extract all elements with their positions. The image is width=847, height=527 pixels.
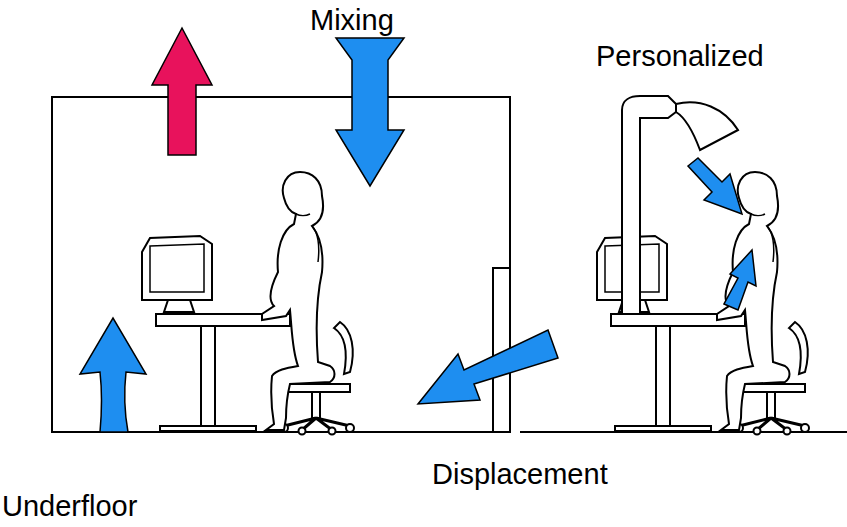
label-text: Personalized: [596, 40, 764, 73]
ventilation-arm: [622, 96, 690, 314]
air-nozzle: [676, 102, 738, 150]
mixing-arrow: [336, 38, 404, 186]
label-text: Underfloor: [2, 490, 137, 523]
label-text: Mixing: [310, 4, 394, 37]
workstation: [142, 172, 354, 435]
label-text: Displacement: [432, 458, 608, 491]
exhaust-arrow: [152, 28, 212, 155]
desk-air-arrow: [724, 250, 756, 310]
displacement-arrow: [418, 330, 558, 404]
personal-air-arrow: [688, 158, 742, 214]
underfloor-arrow: [80, 318, 146, 432]
